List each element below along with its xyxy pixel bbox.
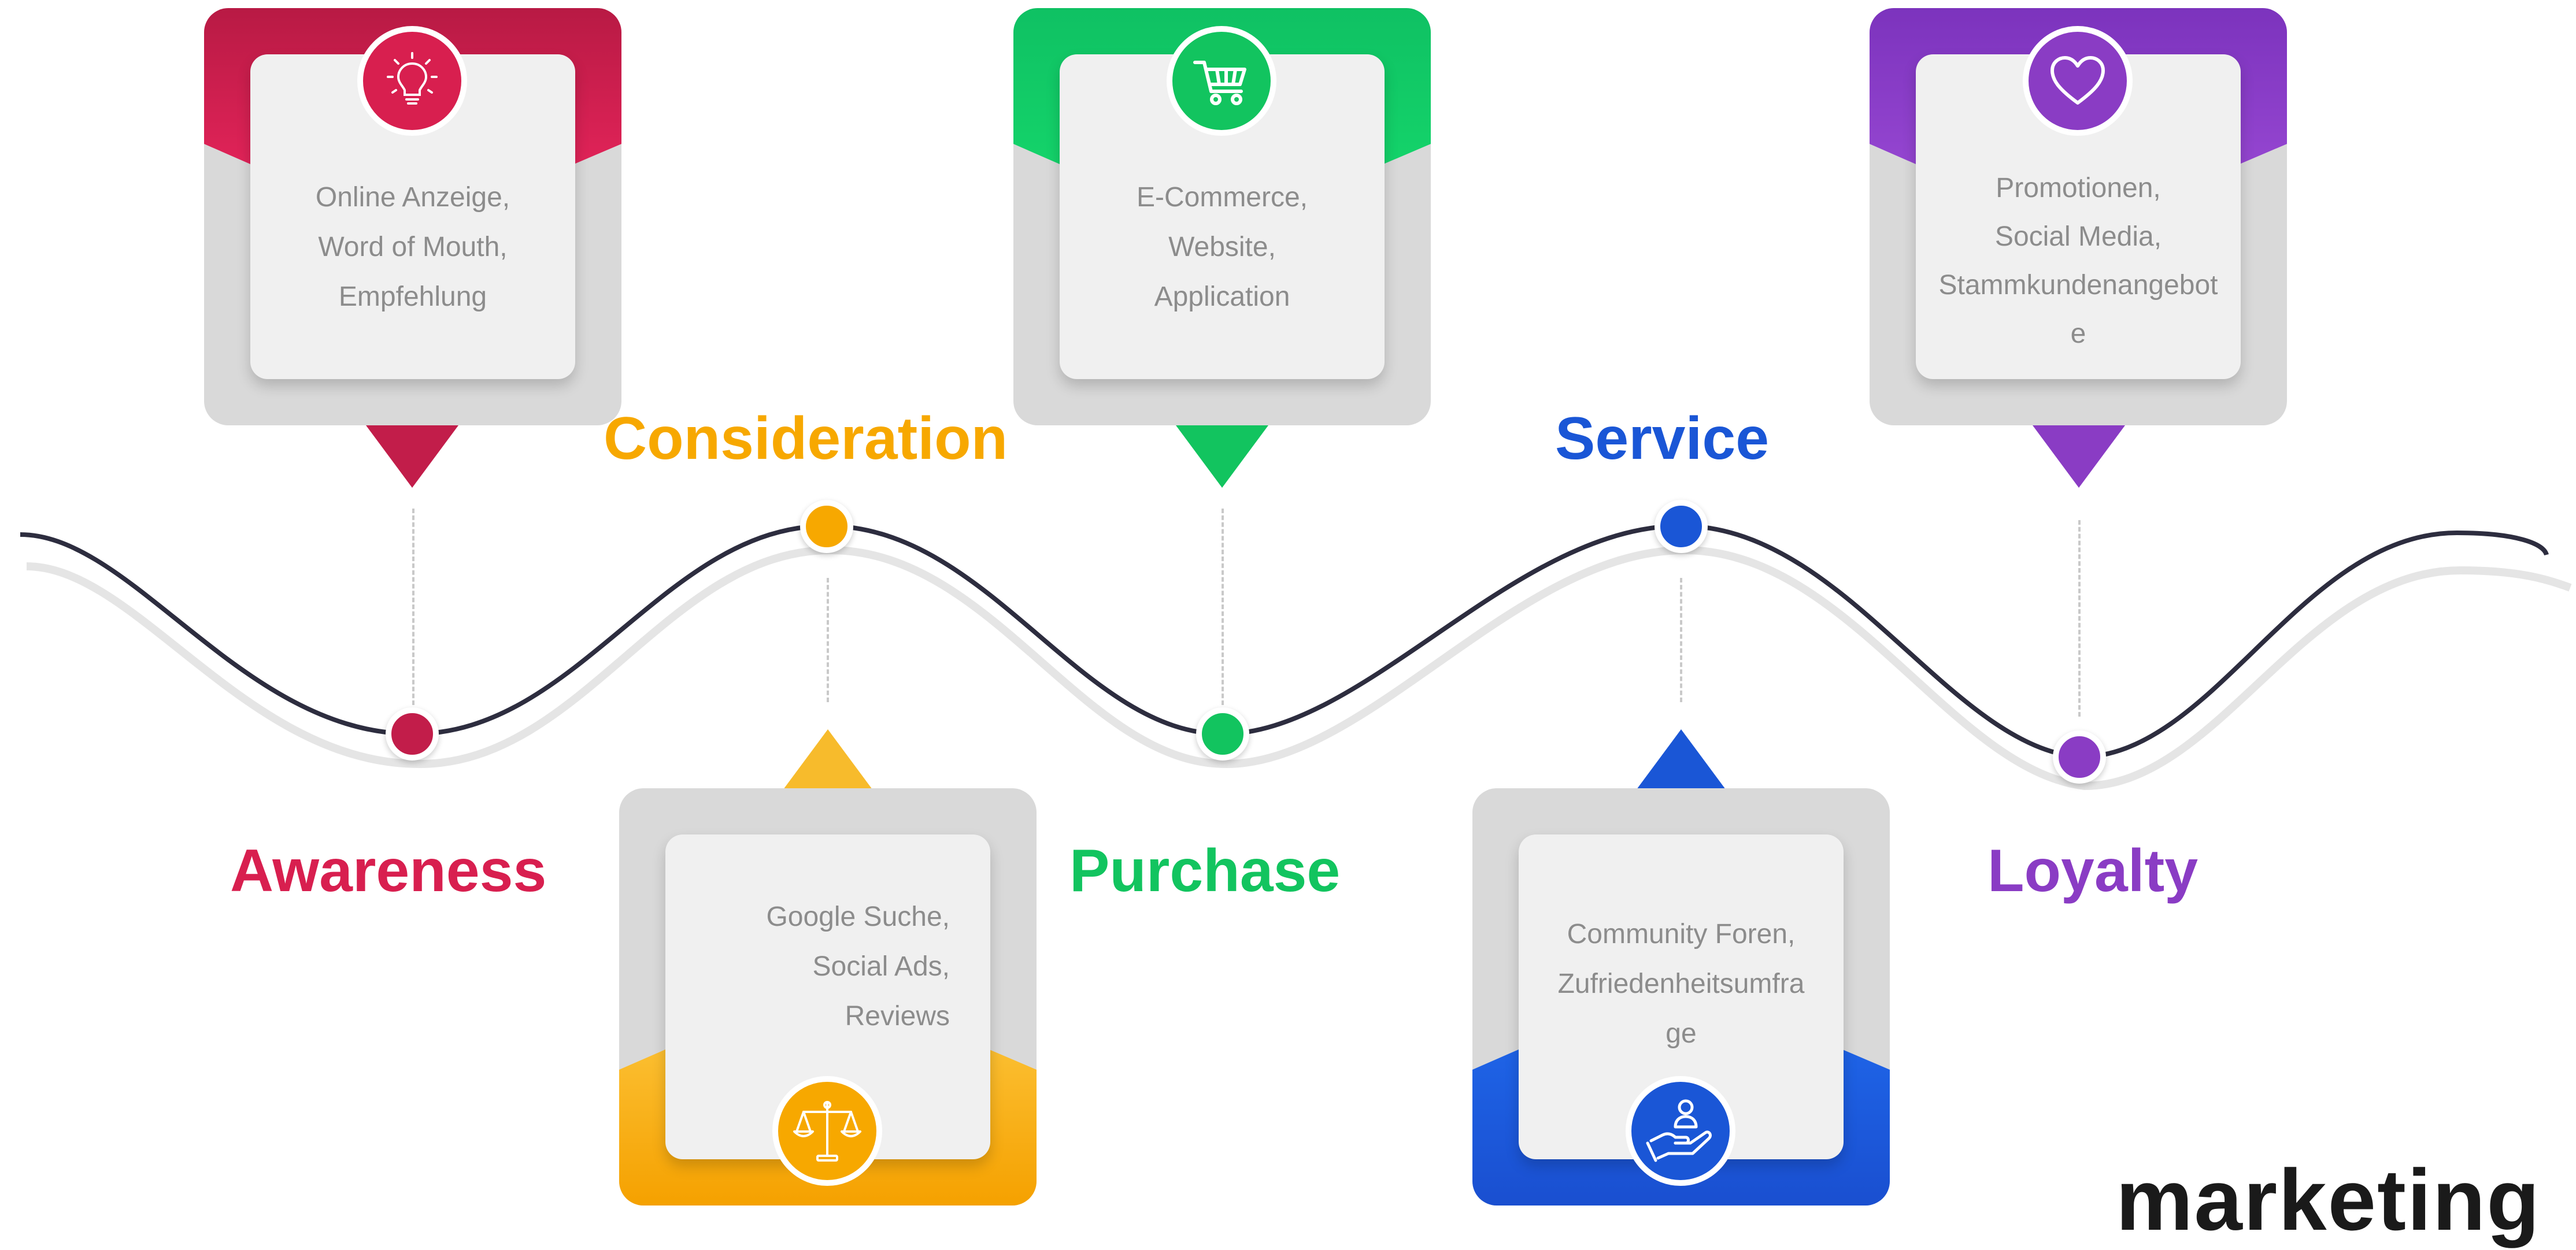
awareness-node	[386, 707, 439, 761]
connector-service	[1680, 578, 1682, 702]
purchase-text-line: Application	[1154, 281, 1290, 312]
connector-consideration	[827, 578, 829, 702]
awareness-label: Awareness	[230, 837, 547, 904]
loyalty-node	[2053, 730, 2106, 784]
brand-wordmark: marketing	[2116, 1151, 2541, 1248]
hand-user-icon	[1646, 1099, 1712, 1162]
purchase-text-line: Website,	[1168, 232, 1276, 262]
awareness-pointer	[366, 425, 458, 488]
loyalty-label: Loyalty	[1987, 837, 2199, 904]
service-pointer	[1635, 729, 1727, 792]
loyalty-pointer	[2033, 425, 2125, 488]
wave-shadow	[26, 546, 2572, 791]
shopping-cart-icon	[1193, 61, 1246, 105]
consideration-pointer	[782, 729, 874, 792]
connector-purchase	[1222, 509, 1224, 705]
loyalty-text-line: Promotionen,	[1996, 173, 2161, 203]
consideration-icon-circle	[772, 1076, 882, 1186]
connector-awareness	[412, 509, 414, 705]
consideration-card-content: Google Suche, Social Ads, Reviews	[665, 834, 990, 1159]
purchase-text-line: E-Commerce,	[1136, 182, 1308, 213]
consideration-node	[800, 500, 853, 553]
journey-wave	[20, 523, 2572, 791]
consideration-label: Consideration	[604, 405, 1008, 472]
awareness-icon-circle	[357, 26, 467, 136]
purchase-label: Purchase	[1069, 837, 1341, 904]
service-text-line: ge	[1665, 1018, 1697, 1049]
loyalty-text-line: Social Media,	[1994, 221, 2162, 252]
loyalty-text-line: Stammkundenangebot	[1938, 270, 2218, 301]
consideration-text-line: Reviews	[845, 1001, 950, 1032]
consideration-text-line: Google Suche,	[766, 902, 950, 932]
purchase-pointer	[1176, 425, 1268, 488]
loyalty-icon-circle	[2023, 26, 2133, 136]
connector-loyalty	[2078, 520, 2081, 717]
service-text-line: Community Foren,	[1567, 919, 1796, 949]
loyalty-text-line: e	[2070, 318, 2086, 349]
wave-curve	[20, 523, 2549, 760]
service-label: Service	[1555, 405, 1770, 472]
awareness-text-line: Online Anzeige,	[315, 182, 510, 213]
awareness-text-line: Empfehlung	[338, 281, 487, 312]
purchase-node	[1196, 707, 1249, 761]
service-icon-circle	[1626, 1076, 1735, 1186]
service-node	[1655, 500, 1708, 553]
service-text-line: Zufriedenheitsumfra	[1557, 969, 1805, 999]
purchase-icon-circle	[1167, 26, 1276, 136]
awareness-text-line: Word of Mouth,	[318, 232, 508, 262]
consideration-text-line: Social Ads,	[812, 951, 950, 982]
lightbulb-icon	[387, 52, 438, 105]
scales-icon	[793, 1101, 861, 1162]
heart-icon	[2051, 56, 2105, 105]
